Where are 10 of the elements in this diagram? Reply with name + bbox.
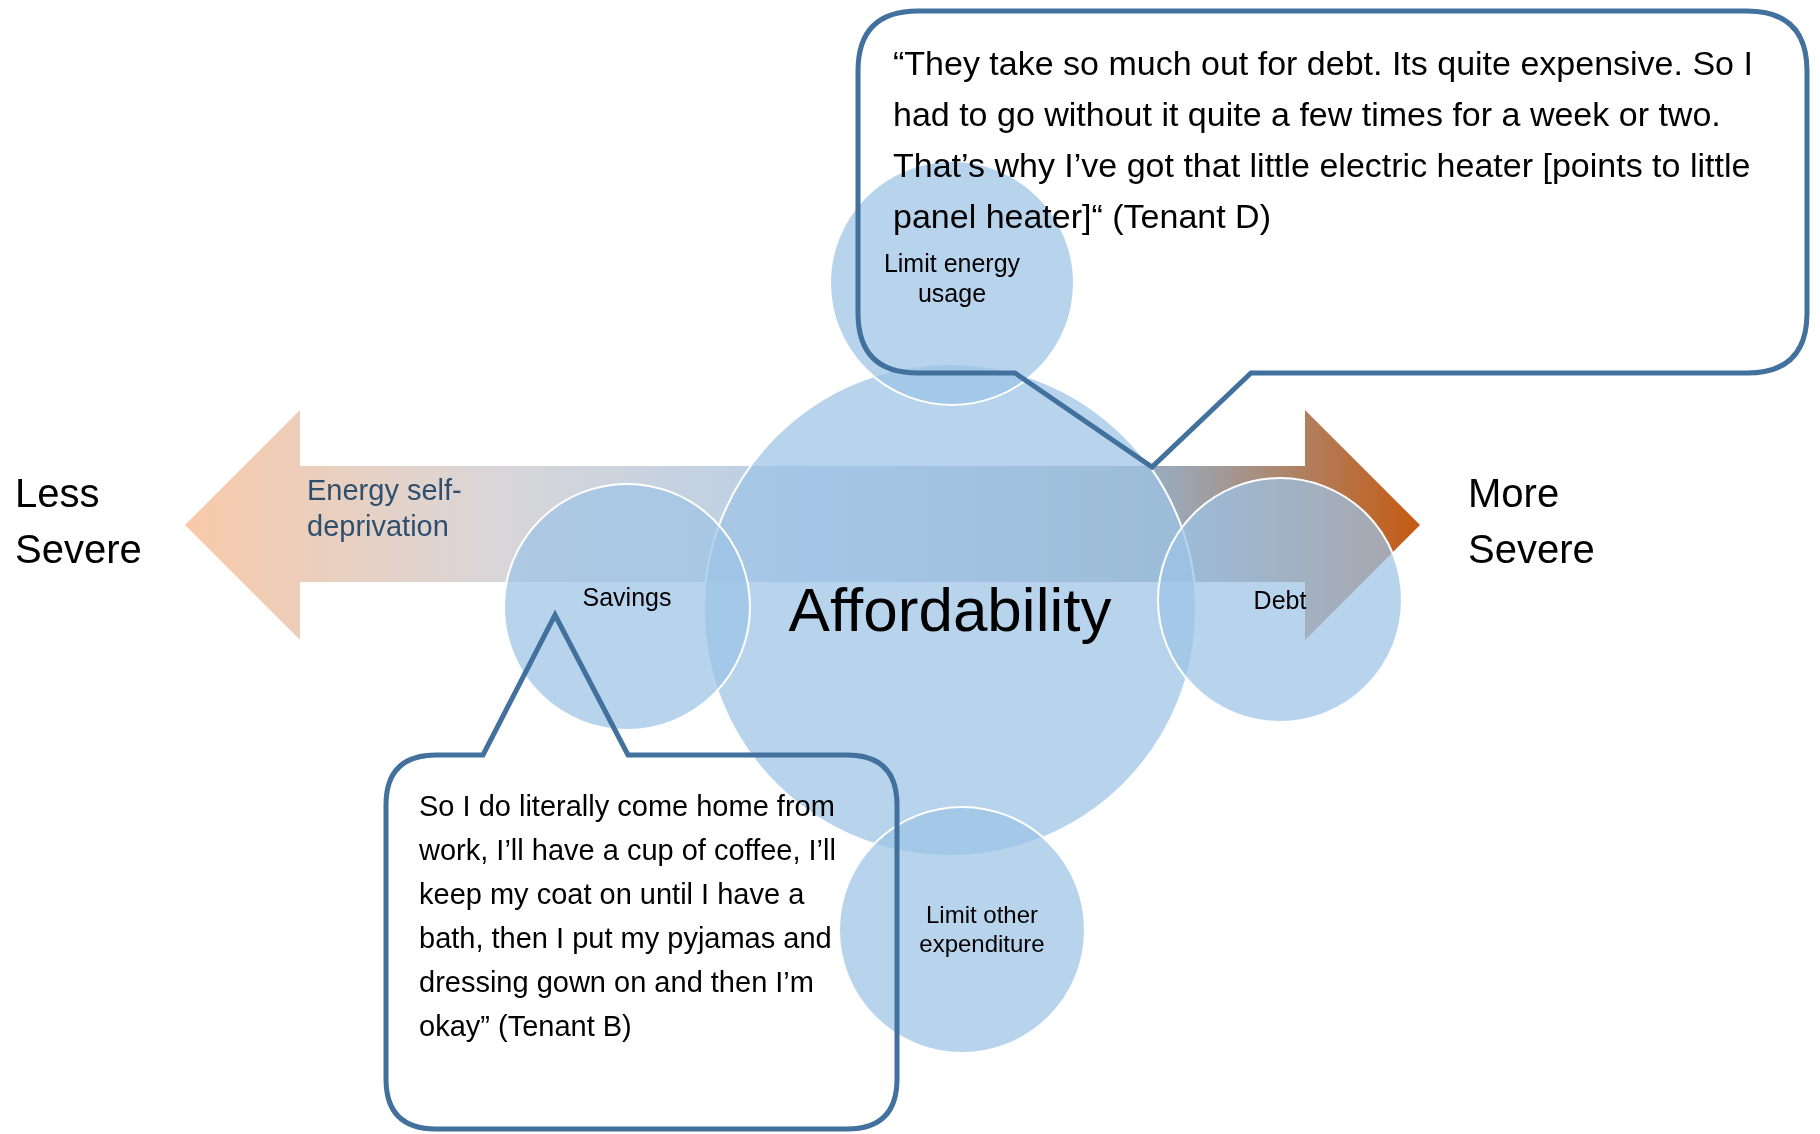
scale-label: Less Severe bbox=[15, 470, 143, 573]
scale-label: More Severe bbox=[1468, 470, 1596, 573]
circle-label: Debt bbox=[1253, 585, 1307, 615]
circle-label: Limit energy usage bbox=[882, 248, 1022, 308]
circle-label: Affordability bbox=[788, 573, 1112, 646]
circle-label: Limit other expenditure bbox=[918, 901, 1046, 959]
quote-text: “They take so much out for debt. Its quite expensive. So I had to go without it quite a few times for a week or two. That’s why I’ve got that little electric heater [points to little panel heater]“ (Tenant D) bbox=[893, 43, 1754, 237]
arrow-label: Energy self-deprivation bbox=[307, 473, 463, 544]
quote-text: So I do literally come home from work, I’ll have a cup of coffee, I’ll keep my coat on until I have a bath, then I put my pyjamas and dressing gown on and then I’m okay” (Tenant B) bbox=[419, 789, 837, 1044]
circle-label: Savings bbox=[582, 582, 672, 612]
